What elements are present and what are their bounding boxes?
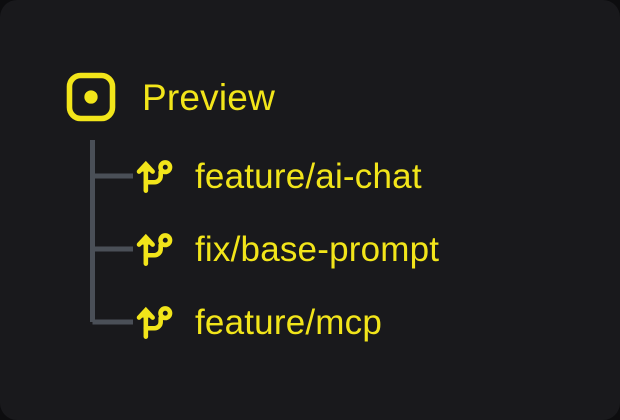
rounded-square-dot-icon [66, 72, 116, 122]
git-branch-icon [136, 306, 173, 339]
git-branch-icon [136, 233, 173, 266]
tree-branch-label: feature/ai-chat [195, 156, 422, 196]
tree-branch-item[interactable]: feature/mcp [133, 296, 382, 348]
tree-branch-item[interactable]: fix/base-prompt [133, 223, 439, 275]
tree-branch-label: feature/mcp [195, 302, 383, 342]
tree-root-label: Preview [142, 76, 275, 118]
tree-branch-item[interactable]: feature/ai-chat [133, 150, 422, 202]
tree-root-node[interactable]: Preview [62, 62, 275, 132]
tree-branch-label: fix/base-prompt [195, 229, 440, 269]
git-branch-icon [136, 160, 173, 193]
